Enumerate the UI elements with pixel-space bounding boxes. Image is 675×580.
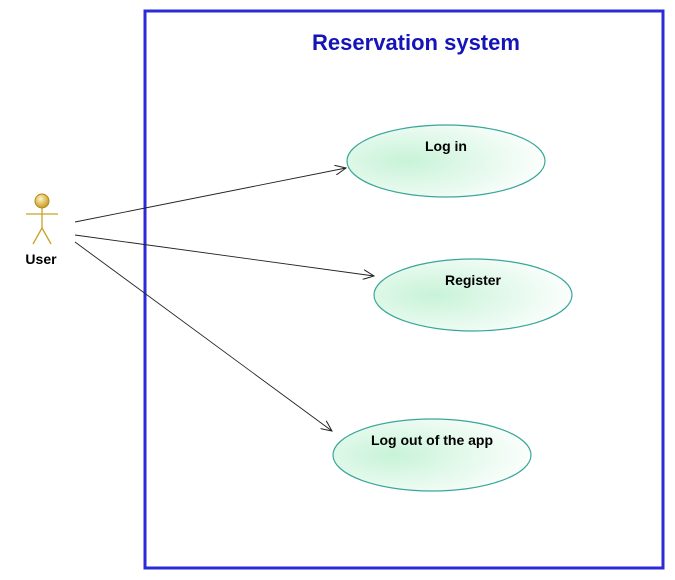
actor-user[interactable]: User bbox=[25, 193, 58, 267]
use-case-register[interactable]: Register bbox=[373, 258, 573, 332]
use-case-register-shape bbox=[373, 258, 573, 332]
association-register[interactable] bbox=[74, 234, 374, 276]
use-case-register-label: Register bbox=[445, 272, 502, 288]
use-case-login-label: Log in bbox=[425, 138, 467, 154]
system-boundary bbox=[143, 9, 665, 570]
use-case-logout-label: Log out of the app bbox=[371, 432, 493, 448]
use-case-logout[interactable]: Log out of the app bbox=[332, 418, 532, 492]
use-case-logout-shape bbox=[332, 418, 532, 492]
association-logout[interactable] bbox=[74, 241, 332, 431]
use-case-login[interactable]: Log in bbox=[346, 124, 546, 198]
actor-right-leg bbox=[41, 227, 52, 245]
system-title: Reservation system bbox=[312, 30, 520, 55]
actor-head-icon bbox=[34, 193, 50, 209]
association-login[interactable] bbox=[74, 168, 346, 223]
actor-label: User bbox=[25, 251, 57, 267]
use-case-login-shape bbox=[346, 124, 546, 198]
actor-left-leg bbox=[32, 227, 43, 245]
